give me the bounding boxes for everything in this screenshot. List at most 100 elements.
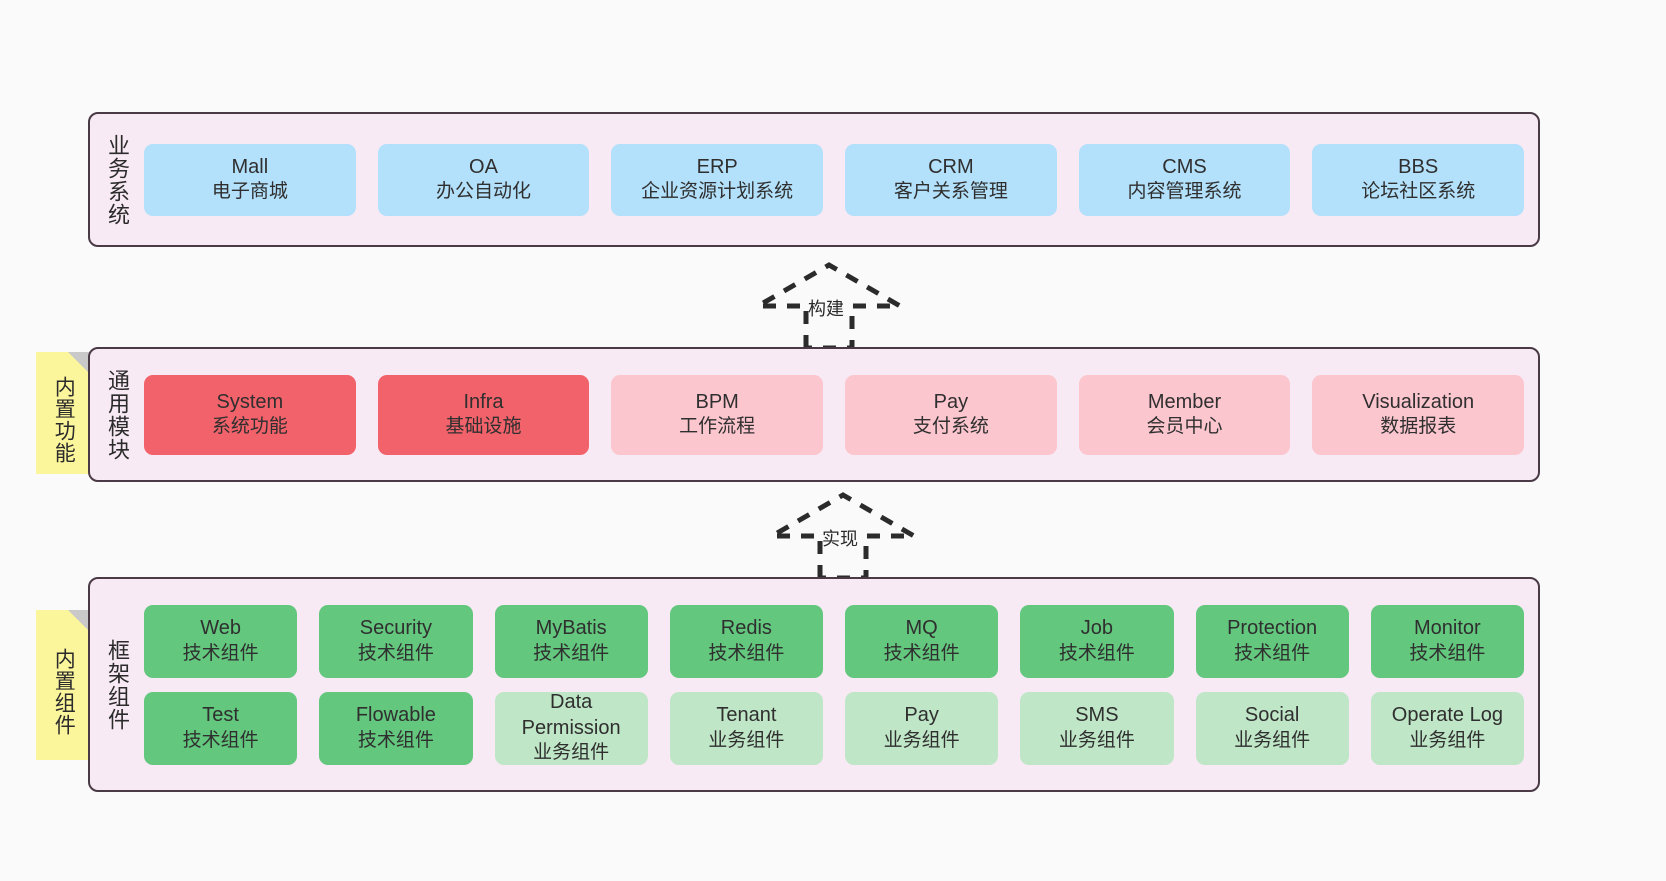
layer-body-business-systems: Mall 电子商城 OA 办公自动化 ERP 企业资源计划系统 CRM 客户关系… — [144, 114, 1538, 245]
card-erp[interactable]: ERP 企业资源计划系统 — [611, 143, 824, 216]
card-title-en: Mall — [231, 155, 269, 178]
card-member[interactable]: Member 会员中心 — [1078, 374, 1291, 455]
arrow-build-label: 构建 — [808, 299, 844, 319]
card-visualization[interactable]: Visualization 数据报表 — [1312, 374, 1525, 455]
card-title-en: Pay — [904, 704, 939, 727]
card-title-en: Flowable — [355, 704, 436, 727]
card-oa[interactable]: OA 办公自动化 — [377, 143, 590, 216]
card-title-cn: 内容管理系统 — [1127, 181, 1242, 203]
card-job[interactable]: Job 技术组件 — [1020, 604, 1174, 678]
card-title-cn: 业务组件 — [1409, 729, 1486, 751]
card-title-cn: 工作流程 — [679, 416, 756, 438]
note-builtin-components: 内置组件 — [36, 610, 90, 760]
layer-body-framework-components: Web 技术组件 Security 技术组件 MyBatis 技术组件 Redi… — [144, 579, 1538, 790]
card-title-cn: 业务组件 — [533, 742, 610, 764]
card-title-en: Monitor — [1414, 617, 1481, 640]
card-operate-log[interactable]: Operate Log 业务组件 — [1370, 691, 1524, 765]
business-systems-row: Mall 电子商城 OA 办公自动化 ERP 企业资源计划系统 CRM 客户关系… — [144, 143, 1525, 216]
card-protection[interactable]: Protection 技术组件 — [1195, 604, 1349, 678]
card-title-cn: 企业资源计划系统 — [641, 181, 794, 203]
card-title-en: CMS — [1162, 155, 1207, 178]
card-title-en: Job — [1080, 617, 1113, 640]
card-title-en: SMS — [1075, 704, 1119, 727]
card-mybatis[interactable]: MyBatis 技术组件 — [494, 604, 648, 678]
card-title-cn: 技术组件 — [1234, 642, 1311, 664]
card-mq[interactable]: MQ 技术组件 — [845, 604, 999, 678]
card-title-en: Redis — [720, 617, 772, 640]
note-builtin-features-label: 内置功能 — [52, 376, 76, 464]
card-title-en: Member — [1147, 390, 1222, 413]
card-title-cn: 业务组件 — [1058, 729, 1135, 751]
framework-components-row-1: Web 技术组件 Security 技术组件 MyBatis 技术组件 Redi… — [144, 604, 1524, 678]
layer-body-common-modules: System 系统功能 Infra 基础设施 BPM 工作流程 Pay 支付系统… — [144, 349, 1538, 480]
card-title-cn: 技术组件 — [357, 642, 434, 664]
card-title-cn: 技术组件 — [1409, 642, 1486, 664]
card-title-en: Protection — [1227, 617, 1318, 640]
card-title-cn: 业务组件 — [883, 729, 960, 751]
layer-business-systems: 业务系统 Mall 电子商城 OA 办公自动化 ERP 企业资源计划系统 CRM… — [88, 112, 1540, 247]
card-title-en: Tenant — [716, 704, 777, 727]
card-cms[interactable]: CMS 内容管理系统 — [1078, 143, 1291, 216]
card-title-cn: 技术组件 — [533, 642, 610, 664]
layer-common-modules: 通用模块 System 系统功能 Infra 基础设施 BPM 工作流程 Pay… — [88, 347, 1540, 482]
layer-framework-components: 框架组件 Web 技术组件 Security 技术组件 MyBatis 技术组件… — [88, 577, 1540, 792]
card-title-cn: 系统功能 — [211, 416, 288, 438]
card-title-en: BBS — [1398, 155, 1439, 178]
card-title-cn: 办公自动化 — [436, 181, 532, 203]
card-title-en: Pay — [933, 390, 969, 413]
card-title-en: System — [216, 390, 284, 413]
card-bbs[interactable]: BBS 论坛社区系统 — [1312, 143, 1525, 216]
card-title-en: Infra — [463, 390, 504, 413]
card-redis[interactable]: Redis 技术组件 — [669, 604, 823, 678]
card-infra[interactable]: Infra 基础设施 — [377, 374, 590, 455]
card-social[interactable]: Social 业务组件 — [1195, 691, 1349, 765]
card-title-en: Test — [202, 704, 239, 727]
card-security[interactable]: Security 技术组件 — [319, 604, 473, 678]
card-title-en: MQ — [905, 617, 938, 640]
card-title-en: CRM — [928, 155, 974, 178]
card-title-cn: 基础设施 — [445, 416, 522, 438]
card-pay-component[interactable]: Pay 业务组件 — [845, 691, 999, 765]
note-builtin-features: 内置功能 — [36, 352, 90, 474]
card-title-cn: 业务组件 — [1234, 729, 1311, 751]
card-title-en: Web — [200, 617, 241, 640]
card-web[interactable]: Web 技术组件 — [144, 604, 298, 678]
card-title-cn: 业务组件 — [708, 729, 785, 751]
card-title-cn: 技术组件 — [1058, 642, 1135, 664]
framework-components-row-2: Test 技术组件 Flowable 技术组件 Data Permission … — [144, 691, 1524, 765]
common-modules-row: System 系统功能 Infra 基础设施 BPM 工作流程 Pay 支付系统… — [144, 374, 1525, 455]
card-title-cn: 论坛社区系统 — [1361, 181, 1476, 203]
card-title-cn: 技术组件 — [357, 729, 434, 751]
card-title-en: Operate Log — [1391, 704, 1503, 727]
card-title-cn: 技术组件 — [708, 642, 785, 664]
layer-title-business-systems: 业务系统 — [104, 133, 130, 226]
card-title-en: Visualization — [1362, 390, 1475, 413]
card-system[interactable]: System 系统功能 — [144, 374, 356, 455]
card-monitor[interactable]: Monitor 技术组件 — [1370, 604, 1524, 678]
layer-title-common-modules: 通用模块 — [104, 368, 130, 461]
card-title-en: MyBatis — [535, 617, 607, 640]
card-title-en: ERP — [696, 155, 738, 178]
card-pay-module[interactable]: Pay 支付系统 — [845, 374, 1057, 455]
card-title-en: Security — [359, 617, 432, 640]
card-sms[interactable]: SMS 业务组件 — [1020, 691, 1174, 765]
card-title-cn: 会员中心 — [1146, 416, 1223, 438]
card-test[interactable]: Test 技术组件 — [144, 691, 298, 765]
card-data-permission[interactable]: Data Permission 业务组件 — [494, 691, 648, 765]
arrow-realize-label: 实现 — [822, 529, 858, 549]
card-bpm[interactable]: BPM 工作流程 — [611, 374, 824, 455]
card-crm[interactable]: CRM 客户关系管理 — [845, 143, 1057, 216]
card-mall[interactable]: Mall 电子商城 — [144, 143, 356, 216]
card-title-cn: 技术组件 — [883, 642, 960, 664]
arrow-build-glyph — [748, 262, 910, 351]
card-flowable[interactable]: Flowable 技术组件 — [319, 691, 473, 765]
card-title-cn: 技术组件 — [182, 729, 259, 751]
note-builtin-components-label: 内置组件 — [52, 648, 76, 736]
arrow-realize: 实现 — [762, 492, 924, 581]
card-title-cn: 支付系统 — [912, 416, 989, 438]
card-title-cn: 电子商城 — [211, 181, 288, 203]
card-title-cn: 客户关系管理 — [893, 181, 1008, 203]
card-tenant[interactable]: Tenant 业务组件 — [669, 691, 823, 765]
card-title-en: OA — [469, 155, 498, 178]
